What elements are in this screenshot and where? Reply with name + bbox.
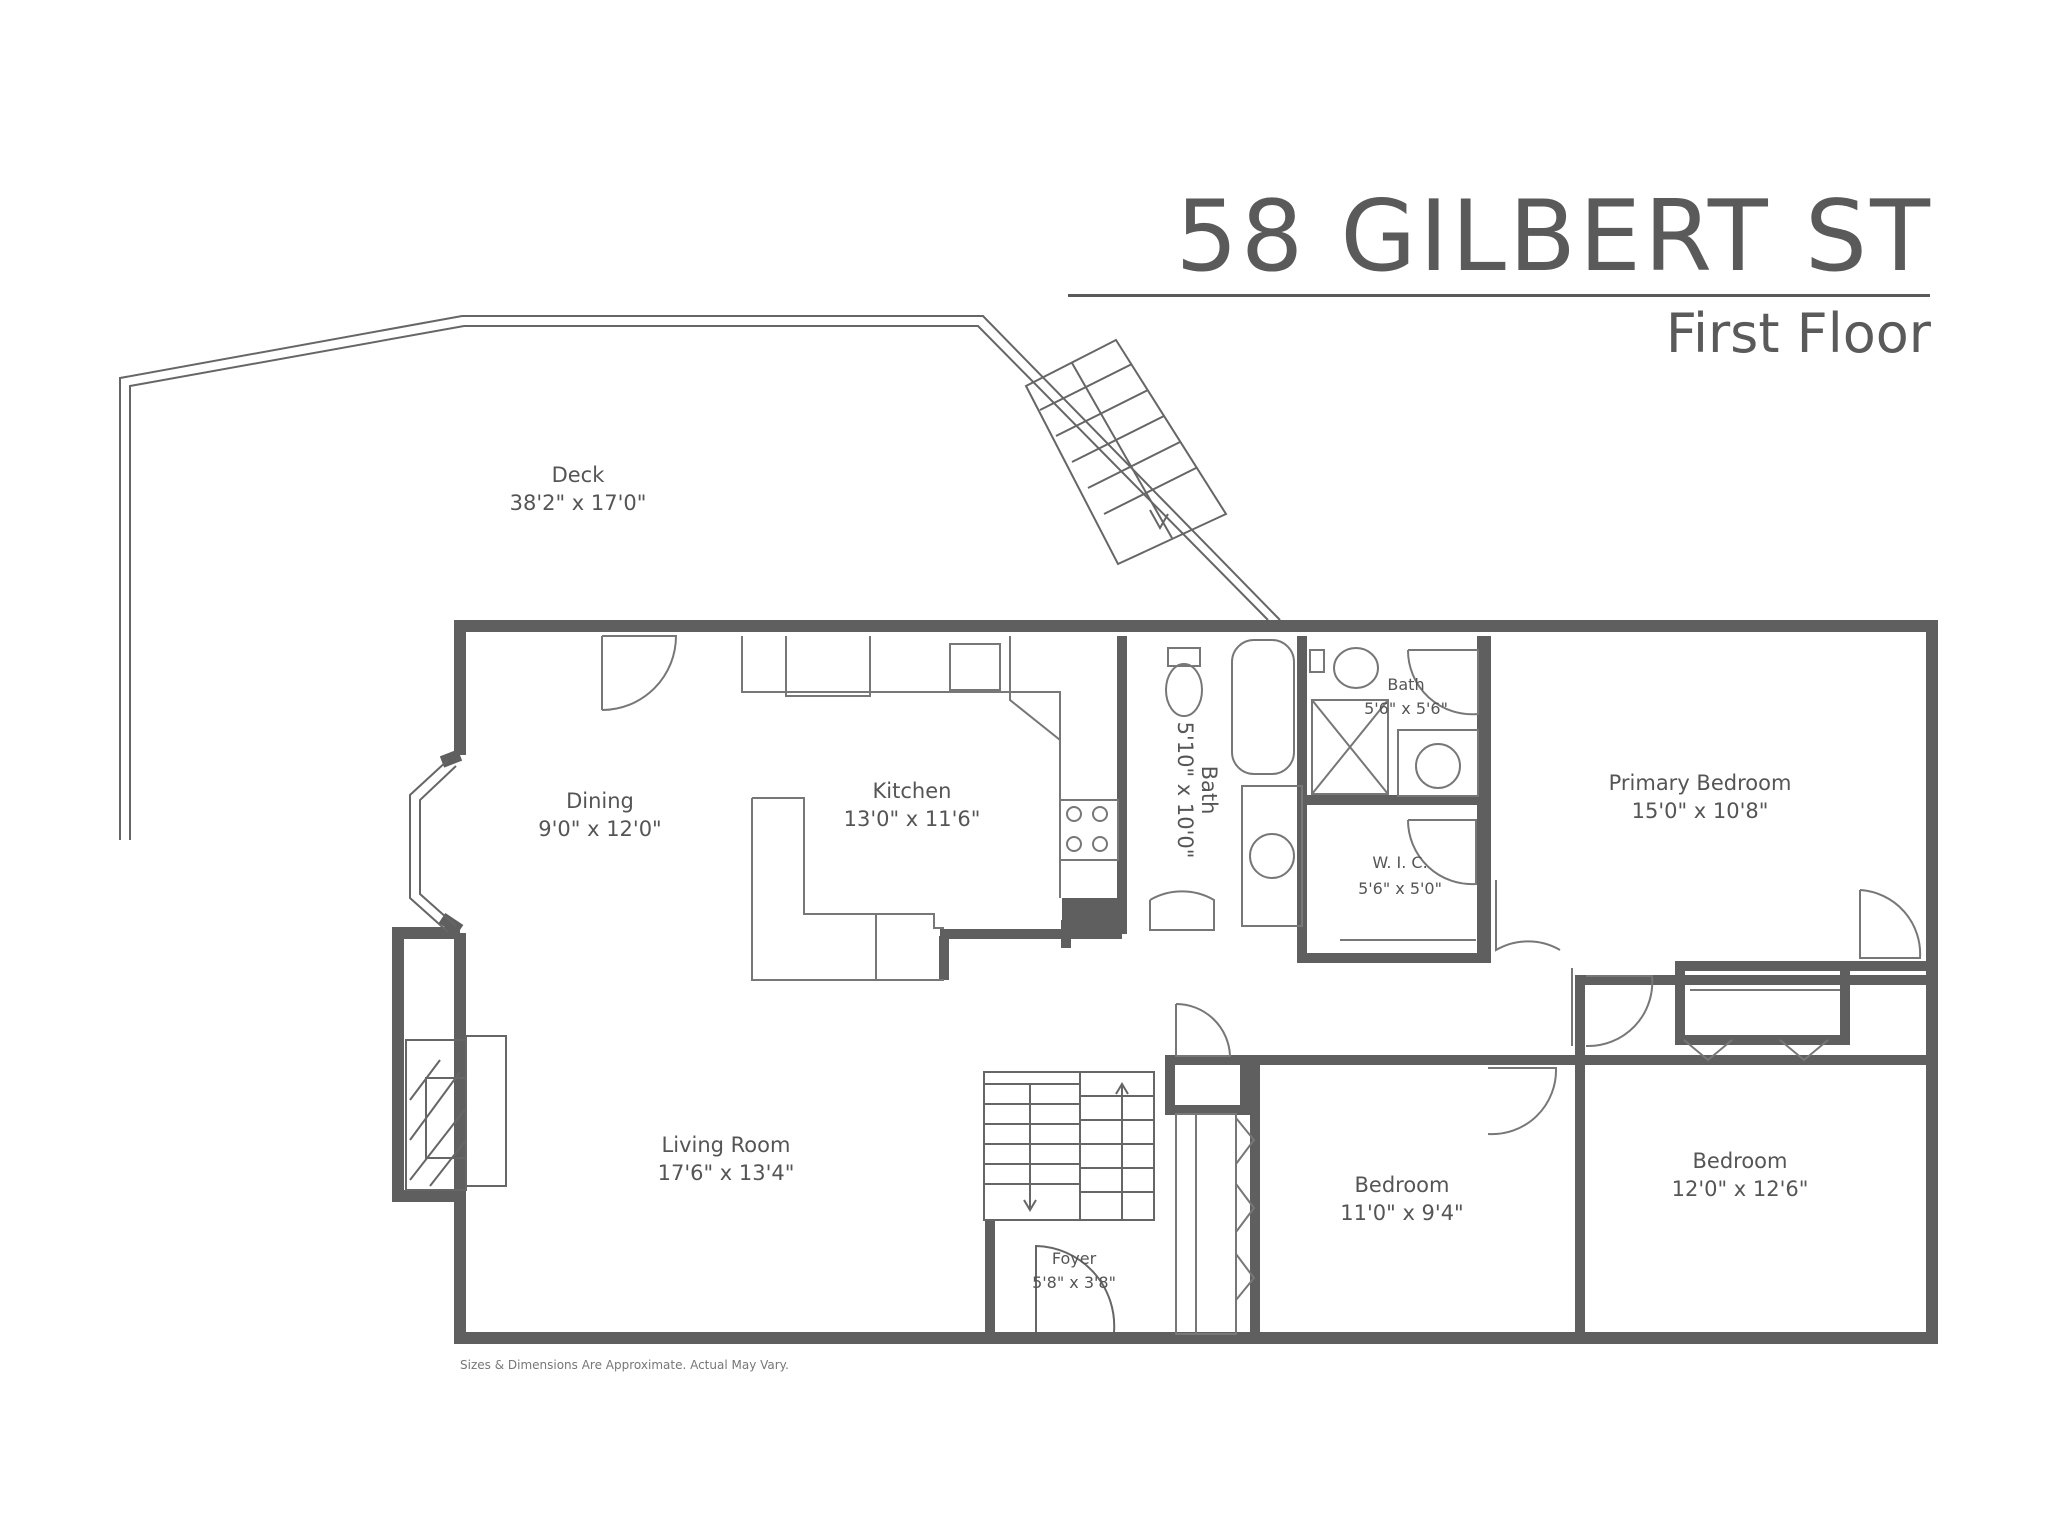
hall-doors [1175, 1003, 1558, 1335]
room-labels: Deck 38'2" x 17'0" Dining 9'0" x 12'0" K… [510, 463, 1809, 1292]
kitchen-dims: 13'0" x 11'6" [844, 807, 981, 831]
primary-bedroom-doors [1495, 880, 1922, 1062]
bath-primary-name: Bath [1387, 675, 1424, 694]
living-room-name: Living Room [662, 1133, 791, 1157]
dining-door [601, 635, 678, 711]
bedroom-mid-name: Bedroom [1355, 1173, 1450, 1197]
bedroom-right-name: Bedroom [1693, 1149, 1788, 1173]
deck-outline [119, 315, 1281, 840]
bedroom-right-dims: 12'0" x 12'6" [1672, 1177, 1809, 1201]
deck-stairs [1024, 338, 1228, 566]
primary-bedroom-dims: 15'0" x 10'8" [1632, 799, 1769, 823]
bath-hall-name: Bath [1197, 766, 1221, 815]
bay-window [409, 759, 457, 933]
living-room-dims: 17'6" x 13'4" [658, 1161, 795, 1185]
address-title: 58 GILBERT ST [1175, 180, 1933, 294]
wic-dims: 5'6" x 5'0" [1358, 879, 1442, 898]
interior-walls [939, 636, 1932, 1338]
kitchen-wall-block [1062, 898, 1118, 938]
primary-bedroom-name: Primary Bedroom [1609, 771, 1792, 795]
floor-subtitle: First Floor [1665, 302, 1931, 365]
bath-primary-dims: 5'6" x 5'6" [1364, 699, 1448, 718]
title-divider [1068, 294, 1930, 297]
wic-fixtures [1340, 819, 1477, 941]
foyer-dims: 5'8" x 3'8" [1032, 1273, 1116, 1292]
fireplace [405, 1035, 507, 1191]
kitchen-counters [741, 636, 1119, 981]
wic-name: W. I. C. [1372, 853, 1427, 872]
bedroom-mid-dims: 11'0" x 9'4" [1340, 1201, 1463, 1225]
kitchen-name: Kitchen [873, 779, 952, 803]
primary-bath-fixtures [1309, 647, 1479, 797]
foyer-name: Foyer [1052, 1249, 1097, 1268]
interior-stairs [983, 1071, 1155, 1333]
hall-bath-fixtures [1149, 639, 1303, 931]
dining-dims: 9'0" x 12'0" [538, 817, 661, 841]
deck-dims: 38'2" x 17'0" [510, 491, 647, 515]
deck-name: Deck [552, 463, 606, 487]
dining-name: Dining [566, 789, 634, 813]
bath-hall-dims: 5'10" x 10'0" [1173, 722, 1197, 859]
dimensions-disclaimer: Sizes & Dimensions Are Approximate. Actu… [460, 1358, 789, 1372]
